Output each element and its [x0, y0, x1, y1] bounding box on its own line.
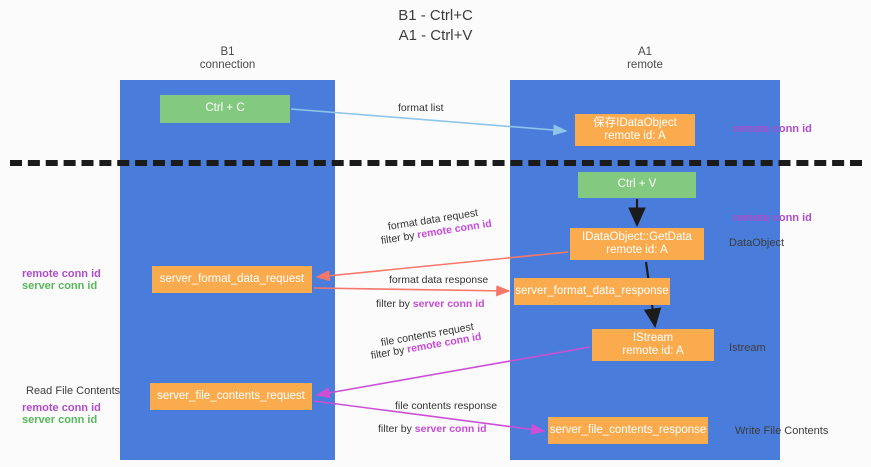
- node-ctrl-c[interactable]: Ctrl + C: [160, 95, 290, 123]
- phase-divider: [10, 160, 862, 166]
- title-line-1: B1 - Ctrl+C: [398, 7, 473, 24]
- node-server-file-contents-request-label: server_file_contents_request: [157, 389, 305, 402]
- node-server-format-data-response-label: server_format_data_response: [515, 284, 669, 297]
- lane-header-a1-name: A1: [637, 46, 653, 58]
- node-server-file-contents-response[interactable]: server_file_contents_response: [548, 417, 708, 444]
- side-note-istream: Istream: [729, 342, 766, 354]
- left-note-read-conn-ids: remote conn id server conn id: [22, 402, 101, 426]
- node-idataobject-getdata[interactable]: IDataObject::GetData remote id: A: [570, 228, 704, 260]
- left-note-read-file-contents-text: Read File Contents: [26, 385, 121, 397]
- edge-label-format-list: format list: [398, 102, 444, 114]
- lane-header-a1-role: remote: [627, 59, 663, 71]
- node-server-format-data-request[interactable]: server_format_data_request: [152, 266, 312, 293]
- node-istream-sub: remote id: A: [622, 345, 684, 357]
- node-ctrl-v-label: Ctrl + V: [617, 178, 657, 191]
- edge-label-format-data-response-filter-prefix: filter by: [376, 298, 413, 310]
- node-ctrl-c-label: Ctrl + C: [205, 102, 245, 115]
- edge-label-format-data-response: format data response: [389, 274, 488, 286]
- side-note-write-file-contents: Write File Contents: [735, 425, 829, 437]
- side-note-remote-conn-id-mid: remote conn id: [733, 212, 812, 224]
- edge-label-format-list-text: format list: [398, 102, 444, 114]
- edge-label-file-contents-response-filter: filter by server conn id: [378, 423, 487, 435]
- edge-label-file-contents-response-text: file contents response: [395, 400, 498, 412]
- left-note-read-server-conn-id: server conn id: [22, 414, 98, 426]
- left-note-remote-conn-id: remote conn id: [22, 268, 101, 280]
- left-note-server-conn-id: server conn id: [22, 280, 98, 292]
- left-note-conn-ids: remote conn id server conn id: [22, 268, 101, 292]
- edge-label-file-contents-response: file contents response: [395, 400, 497, 412]
- lane-header-b1-role: connection: [199, 59, 256, 71]
- side-note-remote-conn-id-top: remote conn id: [733, 123, 812, 135]
- lane-header-b1-name: B1: [220, 46, 235, 58]
- edge-label-file-contents-request-filter-prefix: filter by: [369, 343, 409, 362]
- page-title: B1 - Ctrl+C A1 - Ctrl+V: [0, 6, 871, 46]
- node-server-format-data-response[interactable]: server_format_data_response: [514, 278, 670, 305]
- edge-label-format-data-response-filter: filter by server conn id: [376, 298, 485, 310]
- node-server-file-contents-request[interactable]: server_file_contents_request: [150, 383, 312, 410]
- node-save-idataobject[interactable]: 保存IDataObject remote id: A: [575, 114, 695, 146]
- node-server-format-data-request-label: server_format_data_request: [159, 272, 305, 285]
- lane-header-b1: B1 connection: [150, 46, 305, 72]
- left-note-read-remote-conn-id: remote conn id: [22, 402, 101, 414]
- node-ctrl-v[interactable]: Ctrl + V: [578, 172, 696, 198]
- node-idataobject-getdata-label: IDataObject::GetData: [582, 230, 692, 243]
- lane-header-a1: A1 remote: [560, 46, 730, 72]
- edge-label-file-contents-response-filter-key: server conn id: [414, 423, 487, 435]
- node-server-file-contents-response-label: server_file_contents_response: [549, 423, 707, 436]
- node-save-idataobject-sub: remote id: A: [604, 130, 666, 142]
- edge-label-file-contents-response-filter-prefix: filter by: [378, 423, 415, 435]
- node-istream[interactable]: IStream remote id: A: [592, 329, 714, 361]
- left-note-read-file-contents: Read File Contents: [26, 385, 120, 397]
- side-note-dataobject: DataObject: [729, 237, 785, 249]
- edge-label-format-data-response-text: format data response: [389, 274, 489, 286]
- node-save-idataobject-label: 保存IDataObject: [593, 116, 677, 129]
- node-istream-label: IStream: [632, 331, 674, 344]
- edge-label-format-data-response-filter-key: server conn id: [412, 298, 485, 310]
- node-idataobject-getdata-sub: remote id: A: [606, 244, 668, 256]
- title-line-2: A1 - Ctrl+V: [398, 27, 473, 44]
- edge-label-format-data-request-filter-prefix: filter by: [380, 229, 419, 247]
